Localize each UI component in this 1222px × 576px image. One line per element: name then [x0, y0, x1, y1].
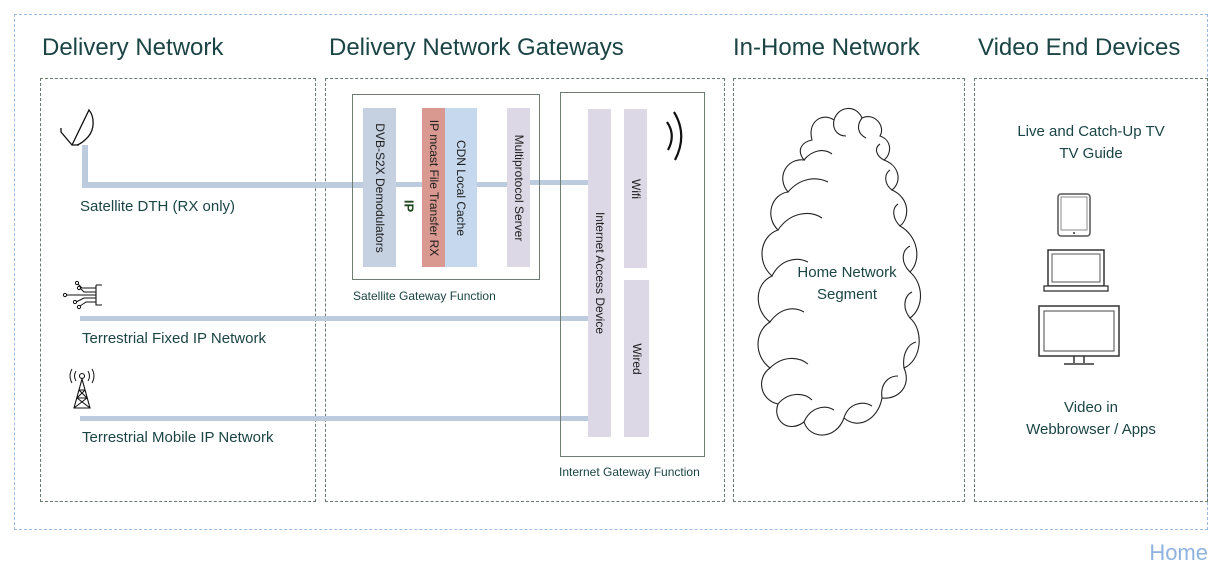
home-label: Home — [1149, 540, 1208, 565]
laptop-icon — [1043, 249, 1109, 292]
wifi-block: Wifi — [624, 109, 647, 268]
satellite-link-vertical — [82, 145, 88, 188]
end-devices-title: Video End Devices — [978, 34, 1181, 61]
wifi-label: Wifi — [628, 178, 643, 199]
wired-label: Wired — [629, 342, 644, 375]
tv-guide-text: TV Guide — [1059, 145, 1123, 162]
satellite-dth-label: Satellite DTH (RX only) — [80, 198, 236, 215]
tablet-icon — [1057, 193, 1091, 237]
gateways-title: Delivery Network Gateways — [329, 34, 624, 61]
video-in-text: Video in — [1064, 399, 1118, 416]
wired-block: Wired — [624, 280, 649, 437]
dvb-s2x-demodulators-block: DVB-S2X Demodulators — [363, 108, 396, 267]
fiber-network-icon — [62, 280, 102, 310]
satellite-dish-icon — [60, 108, 94, 146]
internet-access-device-block: Internet Access Device — [588, 109, 611, 437]
live-tv-label: Live and Catch-Up TV TV Guide — [974, 121, 1208, 165]
live-catchup-tv-text: Live and Catch-Up TV — [1017, 123, 1165, 140]
ip-label: IP — [401, 199, 417, 213]
cloud-label-line1: Home Network — [797, 264, 897, 281]
in-home-box — [733, 78, 965, 502]
ip-mcast-file-transfer-block: IP mcast File Transfer RX — [422, 108, 445, 267]
internet-access-device-label: Internet Access Device — [592, 211, 607, 335]
fixed-ip-link — [80, 316, 588, 321]
monitor-icon — [1038, 305, 1120, 365]
cdn-local-cache-block: CDN Local Cache — [445, 108, 477, 267]
cdn-local-cache-label: CDN Local Cache — [454, 139, 468, 236]
in-home-title: In-Home Network — [733, 34, 920, 61]
cloud-label-line2: Segment — [816, 286, 878, 303]
webbrowser-apps-text: Webbrowser / Apps — [1026, 421, 1156, 438]
video-webbrowser-label: Video in Webbrowser / Apps — [974, 397, 1208, 441]
home-network-segment-label: Home Network Segment — [772, 262, 922, 306]
satellite-link-to-demod — [82, 182, 367, 188]
terrestrial-fixed-label: Terrestrial Fixed IP Network — [82, 330, 266, 347]
ip-label-box: IP — [400, 196, 418, 216]
satellite-gateway-box — [352, 94, 540, 280]
satellite-gateway-caption: Satellite Gateway Function — [353, 289, 496, 303]
multiprotocol-server-label: Multiprotocol Server — [511, 134, 526, 241]
dvb-s2x-demodulators-label: DVB-S2X Demodulators — [372, 122, 387, 253]
mobile-ip-link — [80, 416, 588, 421]
wireless-signal-icon — [666, 111, 683, 161]
terrestrial-mobile-label: Terrestrial Mobile IP Network — [82, 429, 274, 446]
gateways-box — [325, 78, 725, 502]
delivery-network-box — [40, 78, 316, 502]
home-network-cloud-icon — [757, 107, 922, 436]
internet-gateway-caption: Internet Gateway Function — [559, 465, 700, 479]
ip-mcast-file-transfer-label: IP mcast File Transfer RX — [426, 119, 441, 256]
delivery-network-title: Delivery Network — [42, 34, 224, 61]
end-devices-box — [974, 78, 1208, 502]
link-server-to-iad — [530, 180, 588, 185]
internet-gateway-box — [560, 92, 705, 457]
link-cache-to-server — [477, 182, 508, 187]
multiprotocol-server-block: Multiprotocol Server — [507, 108, 530, 267]
link-demod-to-mcast — [396, 182, 422, 187]
cell-tower-icon — [69, 368, 95, 409]
